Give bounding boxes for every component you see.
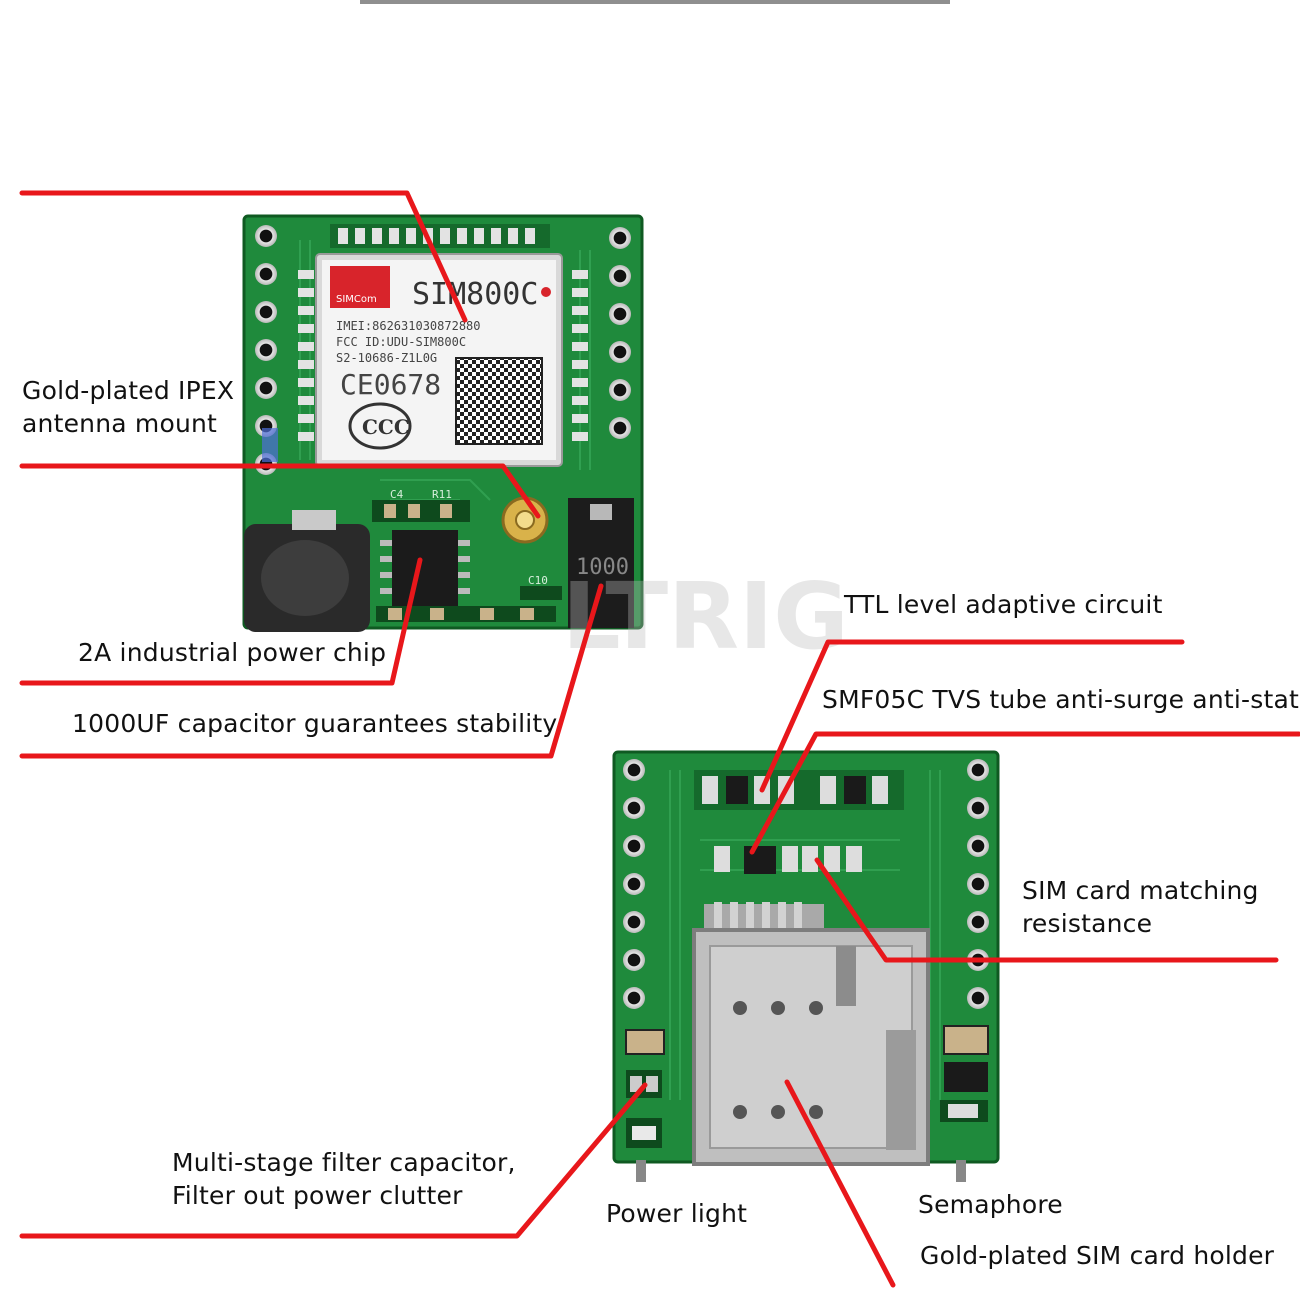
top-right-header-hole bbox=[609, 265, 631, 287]
leader-filter bbox=[19, 1082, 648, 1239]
top-board: SIMCom SIM800C IMEI:862631030872880 FCC … bbox=[242, 214, 644, 632]
bottom-right-header-hole bbox=[967, 797, 989, 819]
module-side-pad bbox=[298, 414, 314, 423]
top-right-header-hole bbox=[609, 341, 631, 363]
power-led bbox=[632, 1126, 656, 1140]
module-side-pad bbox=[298, 432, 314, 441]
module-side-pad bbox=[298, 288, 314, 297]
bottom-right-header-hole bbox=[967, 911, 989, 933]
top-right-header-hole bbox=[609, 303, 631, 325]
leader-module bbox=[19, 190, 468, 323]
label-capacitor: 1000UF capacitor guarantees stability bbox=[72, 709, 558, 738]
module-fcc: FCC ID:UDU-SIM800C bbox=[336, 335, 466, 349]
top-left-header-hole bbox=[255, 301, 277, 323]
top-pad bbox=[338, 228, 348, 244]
label-ipex-line: Gold-plated IPEX antenna mount bbox=[22, 376, 235, 438]
leader-capacitor bbox=[19, 583, 604, 759]
capacitor-value: 1000 bbox=[576, 555, 629, 580]
bottom-left-header-hole bbox=[623, 949, 645, 971]
label-ipex-antenna: Gold-plated IPEX antenna mount bbox=[22, 374, 234, 440]
module-side-pad bbox=[572, 342, 588, 351]
module-ccc: CCC bbox=[362, 415, 410, 439]
bottom-left-header-hole bbox=[623, 987, 645, 1009]
power-chip bbox=[392, 530, 458, 606]
module-side-pad bbox=[572, 360, 588, 369]
leader-sim-holder bbox=[784, 1079, 896, 1288]
module-side-pad bbox=[572, 270, 588, 279]
top-right-header-hole bbox=[609, 379, 631, 401]
top-pad bbox=[355, 228, 365, 244]
bottom-left-header-hole bbox=[623, 835, 645, 857]
bottom-right-header-hole bbox=[967, 835, 989, 857]
simcom-logo-block bbox=[330, 266, 390, 308]
top-left-header-hole bbox=[255, 225, 277, 247]
label-ttl-circuit: TTL level adaptive circuit bbox=[844, 590, 1163, 619]
top-right-header-hole bbox=[609, 417, 631, 439]
ref-c4: C4 bbox=[390, 488, 404, 501]
watermark: LTRIG bbox=[562, 563, 849, 670]
module-side-pad bbox=[572, 288, 588, 297]
leader-ttl bbox=[759, 639, 1185, 793]
module-side-pad bbox=[572, 396, 588, 405]
qr-code bbox=[455, 357, 543, 445]
sim800c-module: SIMCom SIM800C IMEI:862631030872880 FCC … bbox=[315, 253, 563, 467]
leader-ipex bbox=[19, 463, 541, 519]
module-model: SIM800C bbox=[412, 277, 538, 312]
module-side-pad bbox=[298, 324, 314, 333]
module-side-pad bbox=[572, 378, 588, 387]
top-left-header-hole bbox=[255, 377, 277, 399]
top-right-header-hole bbox=[609, 227, 631, 249]
top-pad bbox=[389, 228, 399, 244]
module-serial: S2-10686-Z1L0G bbox=[336, 351, 437, 365]
bottom-left-header-hole bbox=[623, 911, 645, 933]
bottom-left-header-hole bbox=[623, 797, 645, 819]
module-ce: CE0678 bbox=[340, 368, 441, 401]
module-side-pad bbox=[572, 306, 588, 315]
leader-power-chip bbox=[19, 557, 423, 686]
leader-lines bbox=[19, 190, 1300, 1288]
top-left-header-hole bbox=[255, 339, 277, 361]
module-side-pad bbox=[298, 396, 314, 405]
module-side-pad bbox=[298, 378, 314, 387]
module-brand: SIMCom bbox=[336, 294, 377, 305]
top-pad bbox=[474, 228, 484, 244]
module-side-pad bbox=[572, 414, 588, 423]
bottom-left-header-hole bbox=[623, 759, 645, 781]
module-side-pad bbox=[572, 432, 588, 441]
ref-r11: R11 bbox=[432, 488, 452, 501]
label-filter-capacitor: Multi-stage filter capacitor, Filter out… bbox=[172, 1148, 516, 1210]
label-power-chip: 2A industrial power chip bbox=[78, 638, 387, 667]
filter-capacitor bbox=[625, 1029, 665, 1055]
signal-led bbox=[948, 1104, 978, 1118]
leader-sim-resistance bbox=[814, 857, 1279, 963]
bottom-right-header-hole bbox=[967, 987, 989, 1009]
label-tvs-tube: SMF05C TVS tube anti-surge anti-static bbox=[822, 685, 1300, 714]
module-imei: IMEI:862631030872880 bbox=[336, 319, 481, 333]
label-semaphore: Semaphore bbox=[918, 1190, 1063, 1219]
top-pad bbox=[440, 228, 450, 244]
label-sim-holder: Gold-plated SIM card holder bbox=[920, 1241, 1275, 1270]
module-side-pad bbox=[572, 324, 588, 333]
leader-tvs bbox=[749, 731, 1300, 855]
bottom-left-header-hole bbox=[623, 873, 645, 895]
top-pad bbox=[372, 228, 382, 244]
tvs-chip bbox=[744, 846, 776, 874]
top-pad bbox=[406, 228, 416, 244]
label-power-light: Power light bbox=[606, 1199, 748, 1228]
top-left-header-hole bbox=[255, 263, 277, 285]
module-side-pad bbox=[298, 270, 314, 279]
bottom-right-header-hole bbox=[967, 759, 989, 781]
top-pad bbox=[491, 228, 501, 244]
ref-c10: C10 bbox=[528, 574, 548, 587]
module-side-pad bbox=[298, 342, 314, 351]
label-sim-resistance: SIM card matching resistance bbox=[1022, 876, 1259, 938]
module-side-pad bbox=[298, 306, 314, 315]
bottom-right-header-hole bbox=[967, 873, 989, 895]
module-side-pad bbox=[298, 360, 314, 369]
top-pad bbox=[508, 228, 518, 244]
top-pad bbox=[457, 228, 467, 244]
top-pad bbox=[525, 228, 535, 244]
